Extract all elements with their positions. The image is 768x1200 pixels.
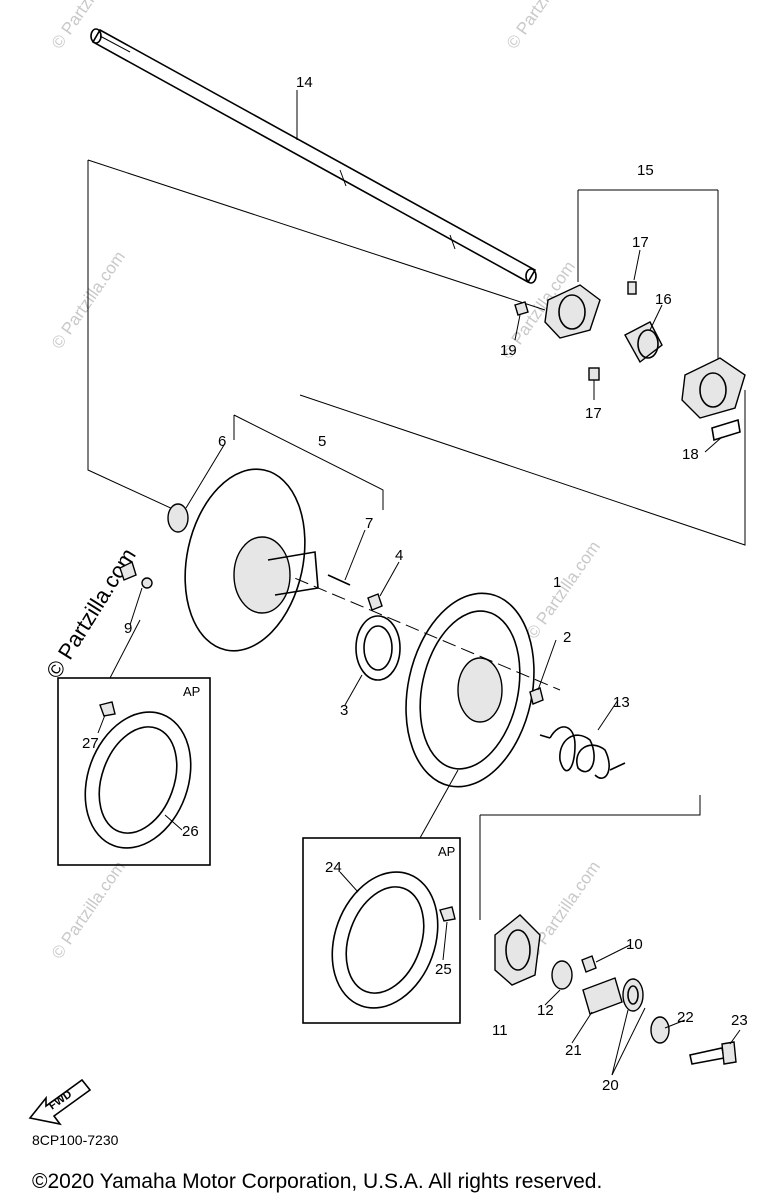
movable-sheave-part-1 [405,592,544,788]
callout: 19 [500,342,517,359]
callout: 18 [682,446,699,463]
watermark: © Partzilla.com [523,538,604,643]
watermark: © Partzilla.com [503,0,584,52]
callout: 2 [563,629,571,646]
assembly-outline [87,159,746,920]
copyright-text: ©2020 Yamaha Motor Corporation, U.S.A. A… [32,1170,603,1193]
ap-inset-right: AP [302,769,461,1024]
callout: 9 [124,620,132,637]
leader-lines [97,90,741,1076]
shaft-part-14 [90,28,537,284]
bushing-stack [582,977,737,1065]
callout: 13 [613,694,630,711]
cam-part-11 [494,914,597,990]
callout: 7 [365,515,373,532]
inset-label: AP [438,844,455,859]
callout: 26 [182,823,199,840]
callout: 15 [637,162,654,179]
callout: 10 [626,936,643,953]
spring-part-13 [539,726,626,779]
watermark: © Partzilla.com [48,858,129,963]
inset-label: AP [183,684,200,699]
callout: 5 [318,433,326,450]
fwd-label: FWD [47,1088,74,1112]
watermarks: © Partzilla.com © Partzilla.com © Partzi… [41,0,604,962]
callout-numbers: 1 2 3 4 5 6 7 9 10 11 12 13 14 15 16 17 … [82,74,748,1094]
callout: 22 [677,1009,694,1026]
diagram-code: 8CP100-7230 [32,1132,119,1148]
callout: 24 [325,859,342,876]
fwd-arrow-icon: FWD [28,1078,92,1126]
spacer-part-3 [355,593,401,681]
callout: 12 [537,1002,554,1019]
callout: 3 [340,702,348,719]
callout: 6 [218,433,226,450]
callout: 1 [553,574,561,591]
callout: 16 [655,291,672,308]
callout: 23 [731,1012,748,1029]
bearing-housing-part-15 [514,281,746,442]
callout: 17 [585,405,602,422]
callout: 11 [492,1022,508,1039]
fixed-sheave-part-5 [119,468,351,652]
callout: 27 [82,735,99,752]
callout: 14 [296,74,313,91]
ap-inset-left: AP [57,619,211,866]
callout: 25 [435,961,452,978]
callout: 17 [632,234,649,251]
callout: 21 [565,1042,582,1059]
callout: 4 [395,547,403,564]
callout: 20 [602,1077,619,1094]
